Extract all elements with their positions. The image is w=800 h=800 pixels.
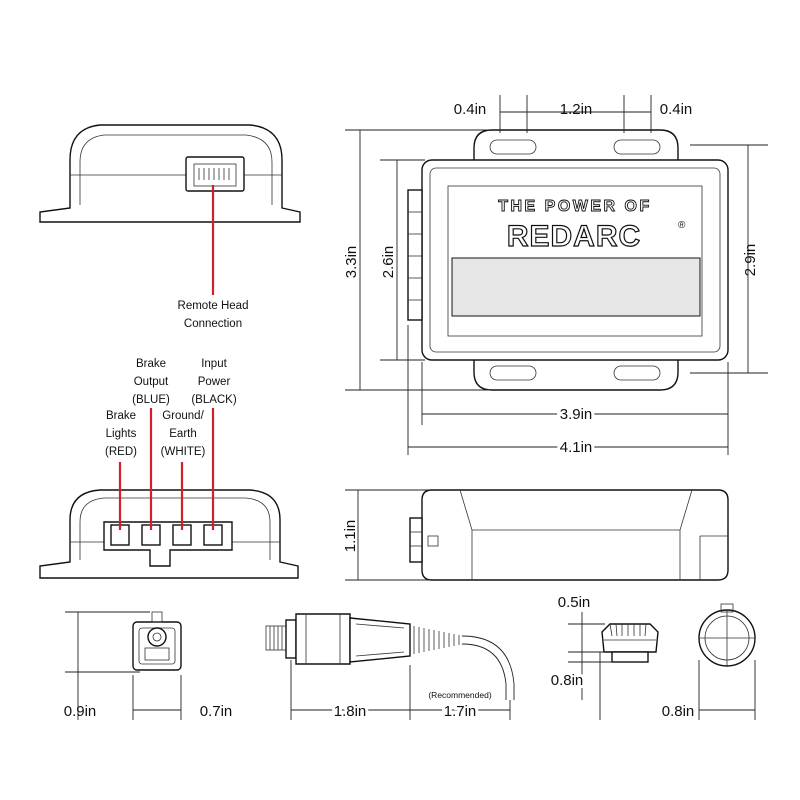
label-brake-output-2: Output [134, 376, 169, 388]
top-dimension-lines [499, 95, 652, 133]
label-input-power-2: Power [198, 376, 231, 388]
dim-top-right-gap: 0.4in [660, 101, 693, 118]
brand-tagline: THE POWER OF [498, 198, 652, 215]
label-input-power-3: (BLACK) [191, 394, 237, 406]
dim-side-height: 1.1in [342, 520, 359, 553]
dim-plug-length: 1.8in [334, 703, 367, 720]
label-ground-earth-1: Ground/ [162, 410, 204, 422]
registered-mark: ® [678, 220, 686, 231]
remote-head-label-2: Connection [184, 318, 242, 330]
dim-knob-top: 0.5in [558, 594, 591, 611]
recommended-note: (Recommended) [428, 690, 491, 700]
left-dimension-lines [345, 129, 490, 391]
right-dimension-lines [690, 144, 768, 374]
remote-head-label-1: Remote Head [178, 300, 249, 312]
mount-slot-bottom-right [613, 365, 661, 381]
label-window [451, 257, 701, 317]
dim-top-left-gap: 0.4in [454, 101, 487, 118]
knob-front-dimension-lines [698, 660, 756, 720]
label-brake-output-1: Brake [136, 358, 166, 370]
dim-right-height: 2.9in [742, 244, 759, 277]
remote-head-plug-side [265, 613, 515, 700]
plug-dimension-lines [290, 660, 511, 720]
dim-cable-length: 1.7in [444, 703, 477, 720]
label-input-power-1: Input [201, 358, 227, 370]
label-ground-earth-2: Earth [169, 428, 197, 440]
label-ground-earth-3: (WHITE) [161, 446, 206, 458]
mount-slot-bottom-left [489, 365, 537, 381]
dim-top-center-gap: 1.2in [560, 101, 593, 118]
dim-knob-diameter: 0.8in [662, 703, 695, 720]
side-dimension-lines [345, 489, 430, 581]
dim-knob-height: 0.8in [551, 672, 584, 689]
label-brake-lights-1: Brake [106, 410, 136, 422]
knob-front-view [698, 603, 756, 667]
remote-head-dimension-lines [65, 611, 182, 720]
dim-inner-height: 2.6in [380, 246, 397, 279]
label-brake-lights-3: (RED) [105, 446, 137, 458]
bottom-dimension-lines [407, 325, 729, 455]
knob-side-dimension-lines [568, 612, 612, 720]
label-brake-output-3: (BLUE) [132, 394, 170, 406]
dim-overall-width: 4.1in [560, 439, 593, 456]
knob-side-view [601, 623, 659, 663]
label-brake-lights-2: Lights [106, 428, 137, 440]
dim-overall-height: 3.3in [343, 246, 360, 279]
dim-head-height: 0.9in [64, 703, 97, 720]
mount-slot-top-left [489, 139, 537, 155]
dim-head-width: 0.7in [200, 703, 233, 720]
brand-logo: REDARC [507, 220, 641, 253]
end-view-wiring-connector [39, 489, 299, 579]
side-view-controller [409, 489, 729, 581]
end-view-remote-port [39, 124, 301, 223]
top-view-controller: THE POWER OF REDARC ® [407, 129, 729, 391]
dim-inner-width: 3.9in [560, 406, 593, 423]
remote-head-front [132, 611, 182, 671]
mount-slot-top-right [613, 139, 661, 155]
